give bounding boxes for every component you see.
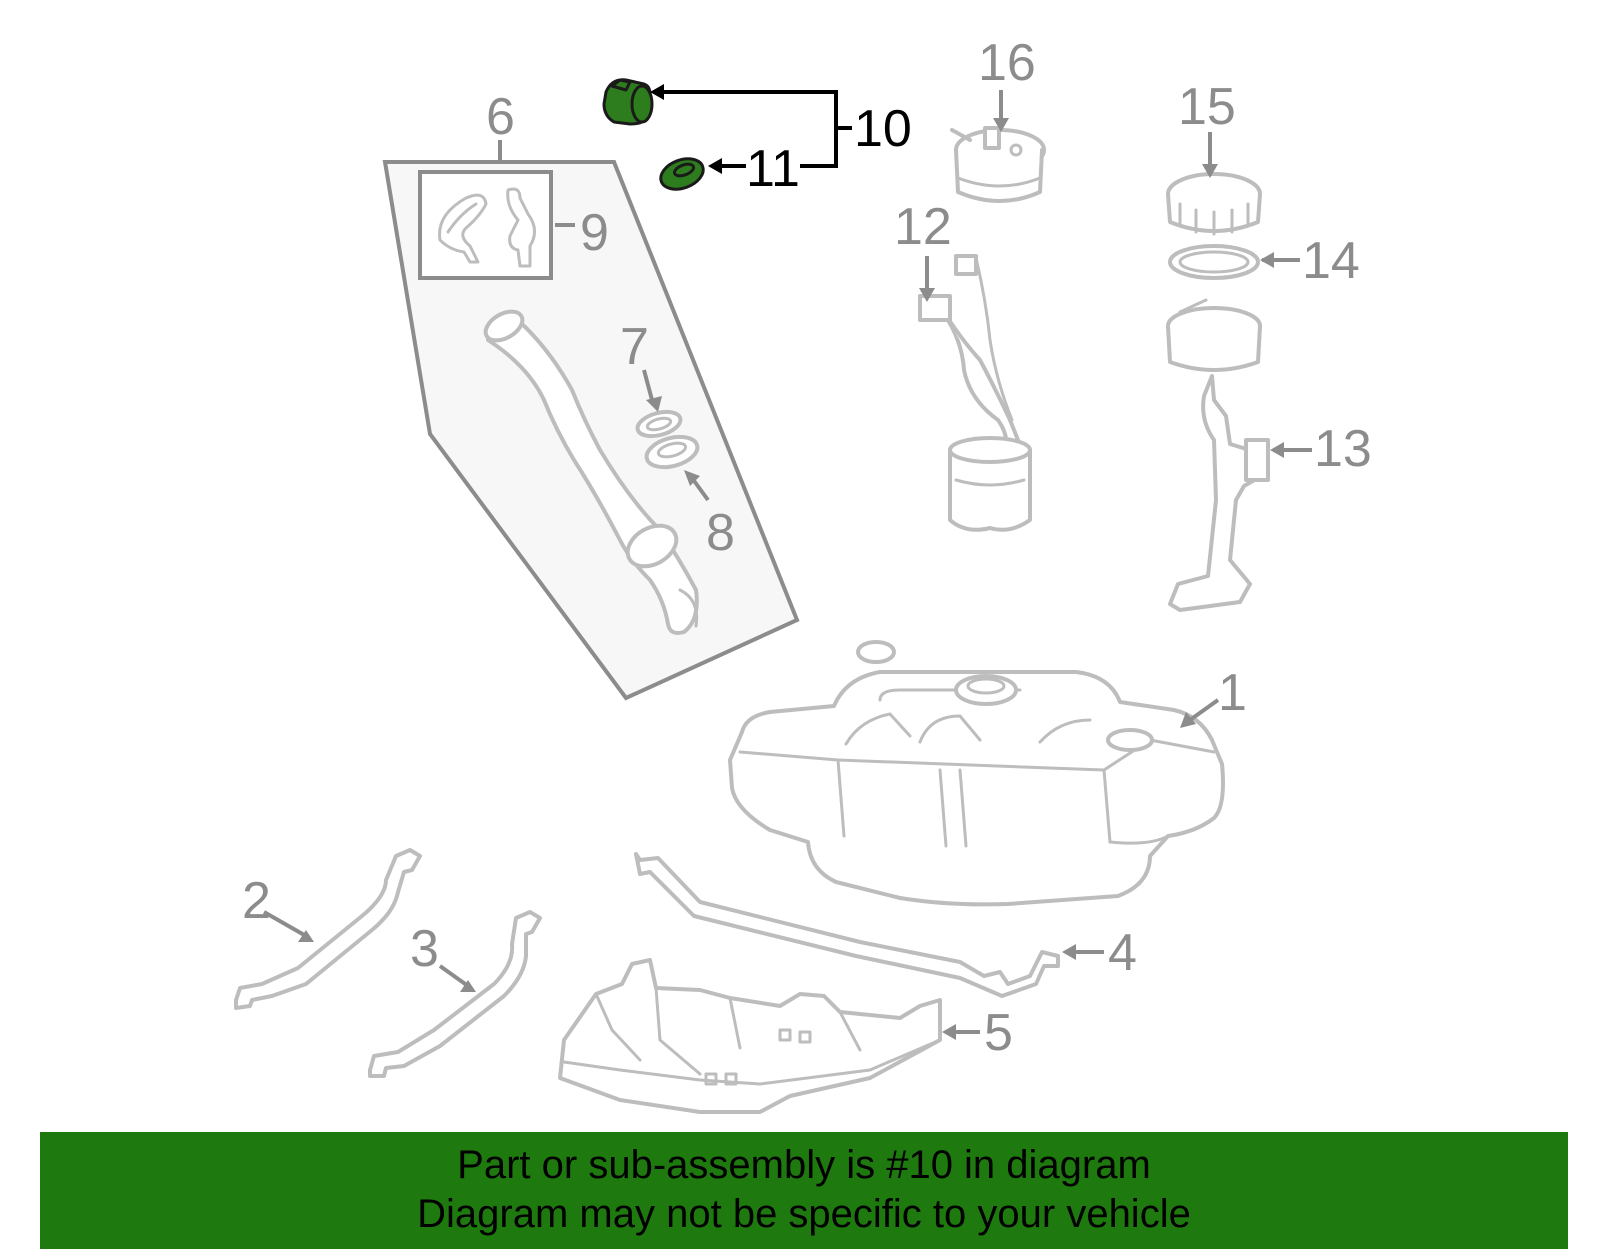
callout-10[interactable]: 10 bbox=[854, 100, 912, 158]
callout-15[interactable]: 15 bbox=[1178, 78, 1236, 136]
callout-labels: 1 2 3 4 5 6 7 8 9 10 11 12 13 14 15 16 bbox=[242, 34, 1372, 1062]
part-11-gasket[interactable] bbox=[657, 153, 708, 194]
callout-14[interactable]: 14 bbox=[1302, 232, 1360, 290]
part-2-tank-strap[interactable] bbox=[234, 848, 422, 1010]
part-8-grommet[interactable] bbox=[643, 432, 700, 473]
part-10-fuel-cap[interactable] bbox=[602, 78, 654, 126]
part-14-seal-ring[interactable] bbox=[1168, 244, 1300, 280]
part-9-brackets[interactable] bbox=[438, 187, 536, 268]
callout-8[interactable]: 8 bbox=[706, 504, 735, 562]
callout-7[interactable]: 7 bbox=[620, 318, 649, 376]
banner-line-1: Part or sub-assembly is #10 in diagram bbox=[457, 1143, 1151, 1187]
parts-diagram: 1 2 3 4 5 6 7 8 9 10 11 12 13 14 15 16 bbox=[234, 34, 1372, 1114]
callout-6[interactable]: 6 bbox=[486, 88, 515, 146]
part-3-tank-strap[interactable] bbox=[368, 910, 542, 1078]
part-16-pump-module[interactable] bbox=[950, 90, 1046, 203]
callout-9[interactable]: 9 bbox=[580, 204, 609, 262]
callout-13[interactable]: 13 bbox=[1314, 420, 1372, 478]
part-6-filler-pipe[interactable] bbox=[481, 306, 699, 635]
part-1-fuel-tank[interactable] bbox=[728, 640, 1225, 907]
part-7-seal[interactable] bbox=[635, 408, 683, 441]
part-5-skid-plate[interactable] bbox=[558, 958, 980, 1114]
part-12-fuel-pump[interactable] bbox=[918, 254, 1032, 532]
part-13-sending-unit[interactable] bbox=[1166, 298, 1312, 612]
banner-line-2: Diagram may not be specific to your vehi… bbox=[417, 1192, 1191, 1236]
callout-1[interactable]: 1 bbox=[1218, 664, 1247, 722]
callout-16[interactable]: 16 bbox=[978, 34, 1036, 92]
callout-4[interactable]: 4 bbox=[1108, 924, 1137, 982]
part-6-filler-assembly[interactable] bbox=[382, 140, 800, 701]
info-banner: Part or sub-assembly is #10 in diagram D… bbox=[40, 1132, 1568, 1249]
callout-5[interactable]: 5 bbox=[984, 1004, 1013, 1062]
callout-10-bracket bbox=[650, 84, 852, 174]
callout-2[interactable]: 2 bbox=[242, 872, 271, 930]
callout-11[interactable]: 11 bbox=[746, 140, 800, 198]
part-15-lock-ring[interactable] bbox=[1166, 132, 1262, 236]
callout-12[interactable]: 12 bbox=[894, 198, 952, 256]
part-4-bracket[interactable] bbox=[634, 852, 1104, 998]
callout-3[interactable]: 3 bbox=[410, 920, 439, 978]
